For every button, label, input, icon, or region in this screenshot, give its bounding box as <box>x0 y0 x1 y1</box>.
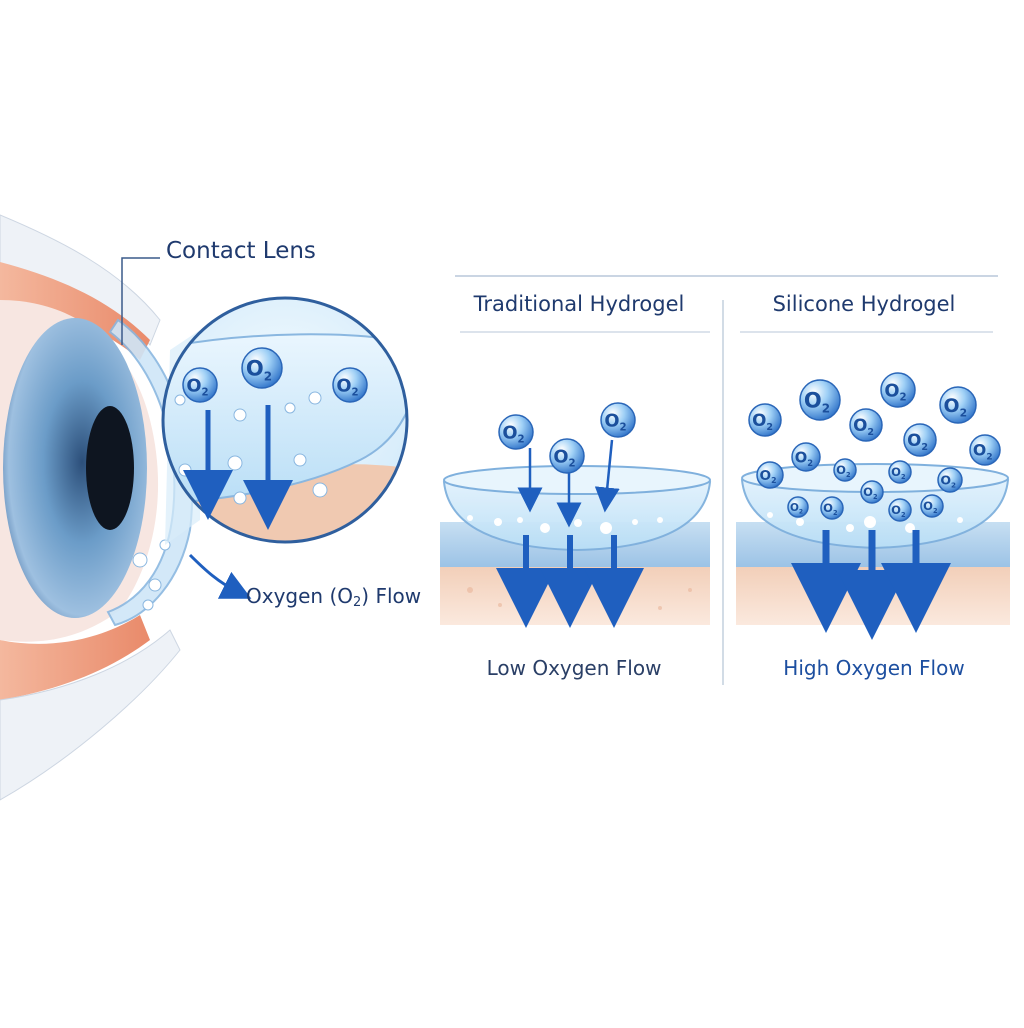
lens-bubble <box>233 408 247 422</box>
low-oxygen-flow-caption: Low Oxygen Flow <box>486 656 662 680</box>
oxygen-molecule-icon: O2 <box>799 379 841 421</box>
oxygen-flow-prefix: Oxygen (O <box>246 584 353 608</box>
oxygen-molecule-icon: O2 <box>860 480 884 504</box>
silicone-hydrogel-title: Silicone Hydrogel <box>772 292 956 316</box>
oxygen-molecule-icon: O2 <box>939 386 977 424</box>
lens-bubble <box>284 402 296 414</box>
oxygen-arrow <box>594 439 620 513</box>
iris <box>3 318 147 618</box>
oxygen-molecule-icon: O2 <box>600 402 636 438</box>
oxygen-molecule-icon: O2 <box>920 494 944 518</box>
oxygen-molecule-icon: O2 <box>888 498 912 522</box>
lens-bubble <box>178 463 192 477</box>
oxygen-molecule-icon: O2 <box>820 496 844 520</box>
lens-bubble <box>233 491 247 505</box>
oxygen-flow-label: Oxygen (O2) Flow <box>246 584 421 610</box>
lens-bubble <box>227 455 243 471</box>
oxygen-molecule-icon: O2 <box>969 434 1001 466</box>
tissue-layer <box>440 567 710 625</box>
lens-bubble <box>142 599 154 611</box>
lens-bubble <box>312 482 328 498</box>
oxygen-flow-pointer <box>188 553 252 599</box>
lower-lid-skin <box>0 615 150 700</box>
oxygen-molecule-icon: O2 <box>748 403 782 437</box>
lens-bubble <box>148 578 162 592</box>
lower-eyelid <box>0 629 181 801</box>
oxygen-molecule-icon: O2 <box>833 458 857 482</box>
oxygen-molecule-icon: O2 <box>791 442 821 472</box>
zoom-magnifier <box>161 296 409 545</box>
traditional-hydrogel-title: Traditional Hydrogel <box>473 292 685 316</box>
oxygen-flow-suffix: ) Flow <box>361 584 422 608</box>
eye-illustration <box>0 214 194 801</box>
oxygen-molecule-icon: O2 <box>182 367 218 403</box>
high-oxygen-flow-caption: High Oxygen Flow <box>783 656 965 680</box>
oxygen-molecule-icon: O2 <box>849 408 883 442</box>
oxygen-molecule-icon: O2 <box>787 496 809 518</box>
pupil <box>86 406 134 530</box>
oxygen-molecule-icon: O2 <box>498 414 534 450</box>
contact-lens-label: Contact Lens <box>166 238 316 264</box>
lens-bubble <box>174 394 186 406</box>
oxygen-molecule-icon: O2 <box>549 438 585 474</box>
oxygen-molecule-icon: O2 <box>937 467 963 493</box>
oxygen-molecule-icon: O2 <box>756 461 784 489</box>
lens-bubble <box>293 453 307 467</box>
contact-lens-leader <box>121 257 160 345</box>
oxygen-flow-subscript: 2 <box>353 595 362 610</box>
traditional-hydrogel-panel <box>440 439 712 628</box>
zoom-border <box>161 296 409 544</box>
oxygen-molecule-icon: O2 <box>241 347 283 389</box>
svg-text:O2: O2 <box>804 389 830 416</box>
upper-lid-skin <box>0 262 150 360</box>
lens-bubble <box>132 552 148 568</box>
lens-bubble <box>308 391 322 405</box>
oxygen-molecule-icon: O2 <box>880 372 916 408</box>
oxygen-molecule-icon: O2 <box>332 367 368 403</box>
oxygen-molecule-icon: O2 <box>903 423 937 457</box>
oxygen-molecule-icon: O2 <box>888 460 912 484</box>
